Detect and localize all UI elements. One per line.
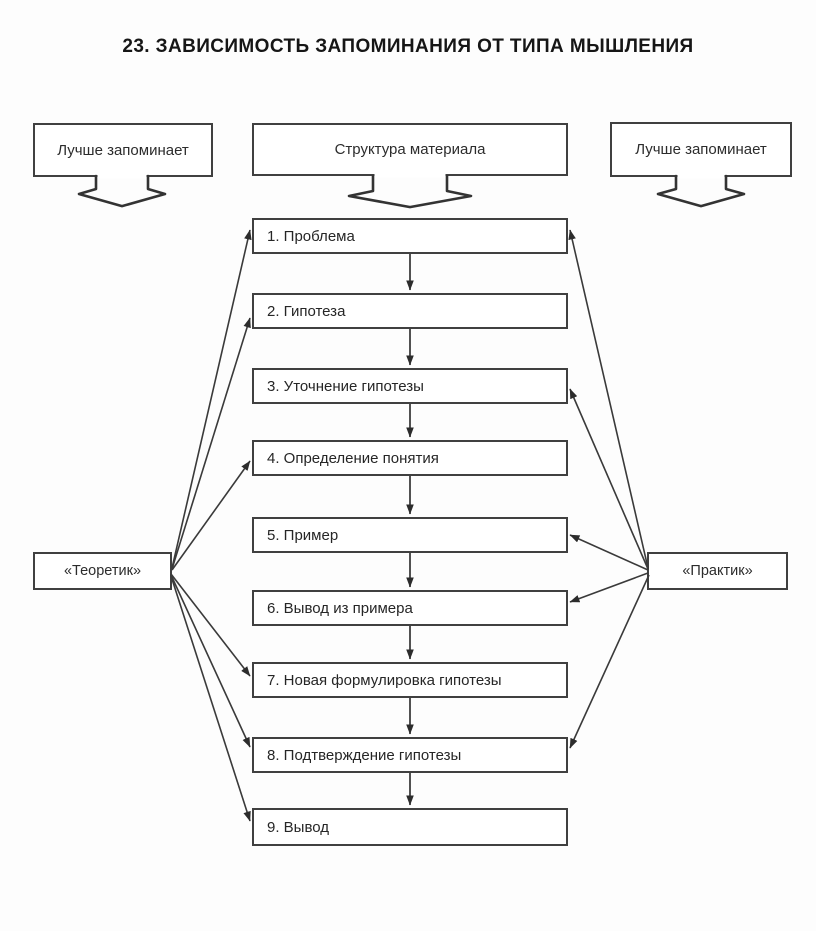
arrow-practic-to-step8: [569, 574, 650, 749]
arrow-practic-to-step5: [569, 534, 649, 571]
step-label-4: 4. Определение понятия: [267, 449, 439, 467]
down-block-arrow-icon: [409, 174, 473, 209]
practic-box: «Практик»: [647, 552, 788, 590]
top-box-material-structure: Структура материала: [252, 123, 568, 176]
top-box-left-label: Лучше запоминает: [57, 141, 189, 159]
step-label-2: 2. Гипотеза: [267, 302, 346, 320]
step-label-1: 1. Проблема: [267, 227, 355, 245]
down-block-arrow-icon: [347, 174, 411, 209]
practic-label: «Практик»: [682, 563, 753, 579]
down-block-arrow-icon: [656, 174, 702, 208]
step-box-5: 5. Пример: [252, 517, 568, 553]
arrow-practic-to-step1: [568, 229, 649, 569]
step-label-7: 7. Новая формулировка гипотезы: [267, 671, 502, 689]
theoretic-box: «Теоретик»: [33, 552, 172, 590]
arrow-theoretic-to-step4: [171, 460, 251, 571]
step-box-9: 9. Вывод: [252, 808, 568, 846]
step-box-6: 6. Вывод из примера: [252, 590, 568, 626]
step-box-4: 4. Определение понятия: [252, 440, 568, 476]
step-box-3: 3. Уточнение гипотезы: [252, 368, 568, 404]
down-block-arrow-icon: [77, 174, 123, 208]
step-label-9: 9. Вывод: [267, 818, 330, 836]
down-block-arrow-icon: [700, 174, 746, 208]
arrow-theoretic-to-step1: [171, 229, 252, 569]
arrow-theoretic-to-step7: [170, 573, 251, 677]
step-label-6: 6. Вывод из примера: [267, 599, 413, 617]
arrow-theoretic-to-step2: [171, 317, 251, 570]
page-title: 23. ЗАВИСИМОСТЬ ЗАПОМИНАНИЯ ОТ ТИПА МЫШЛ…: [122, 36, 694, 57]
top-box-center-label: Структура материала: [334, 141, 486, 158]
top-box-better-remembers-right: Лучше запоминает: [610, 122, 792, 177]
step-box-2: 2. Гипотеза: [252, 293, 568, 329]
arrow-theoretic-to-step8: [170, 574, 251, 748]
step-box-7: 7. Новая формулировка гипотезы: [252, 662, 568, 698]
step-box-1: 1. Проблема: [252, 218, 568, 254]
top-box-better-remembers-left: Лучше запоминает: [33, 123, 213, 177]
arrow-theoretic-to-step9: [170, 575, 251, 822]
theoretic-label: «Теоретик»: [63, 563, 142, 579]
step-label-3: 3. Уточнение гипотезы: [267, 377, 424, 395]
step-box-8: 8. Подтверждение гипотезы: [252, 737, 568, 773]
down-block-arrow-icon: [121, 174, 167, 208]
arrow-practic-to-step6: [569, 572, 649, 603]
top-box-right-label: Лучше запоминает: [635, 141, 767, 158]
step-label-8: 8. Подтверждение гипотезы: [267, 746, 462, 764]
step-label-5: 5. Пример: [267, 526, 339, 544]
arrow-practic-to-step3: [569, 388, 649, 570]
